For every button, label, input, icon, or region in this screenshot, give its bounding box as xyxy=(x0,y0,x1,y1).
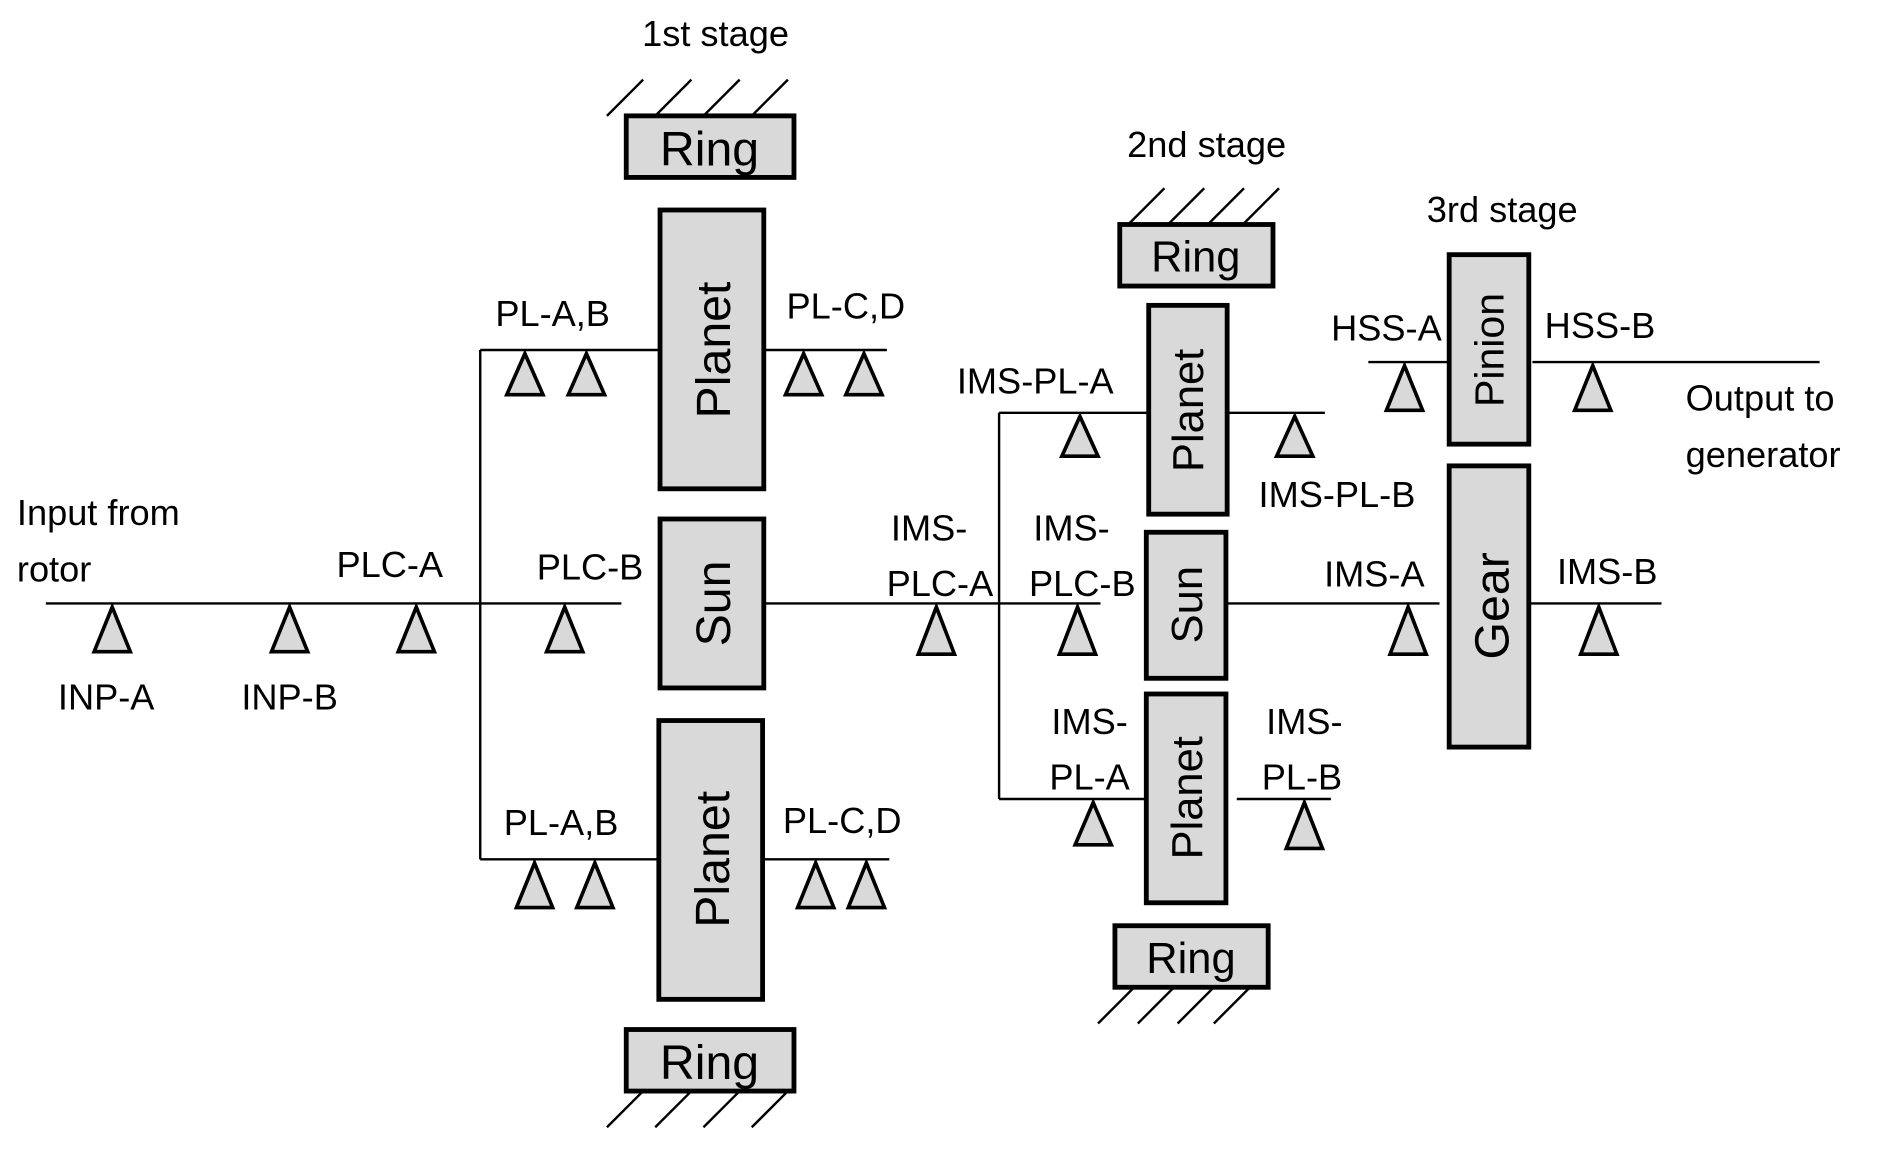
bearing-triangle-icon xyxy=(1072,798,1115,847)
bearing-triangle-icon xyxy=(1571,360,1614,413)
bearing-label: PL-A,B xyxy=(495,293,610,334)
stage-2: Ring Ring Planet Sun Planet xyxy=(1112,222,1276,990)
ring-top-1 xyxy=(623,113,797,180)
planet-label: Planet xyxy=(1165,349,1213,472)
sun-1 xyxy=(657,516,767,691)
bearing-label: IMS- xyxy=(1266,701,1342,742)
pinion xyxy=(1446,252,1532,447)
planet-bottom-1 xyxy=(656,718,766,1002)
bearing-label: PLC-A xyxy=(336,544,443,585)
bearing-triangle-icon xyxy=(782,349,825,397)
shafts xyxy=(45,348,1820,861)
stage-3-title: 3rd stage xyxy=(1427,189,1578,230)
input-label: rotor xyxy=(17,549,91,590)
bearing-triangle-icon xyxy=(1273,412,1316,459)
sun-2 xyxy=(1143,529,1229,681)
bearing-label: IMS- xyxy=(1051,701,1127,742)
pinion-label: Pinion xyxy=(1466,293,1512,407)
bearing-triangle-icon xyxy=(845,858,888,910)
input-label: Input from xyxy=(17,492,180,533)
labels: 1st stage 2nd stage 3rd stage Input from… xyxy=(17,13,1841,843)
stage-1-title: 1st stage xyxy=(642,13,789,54)
bearing-label: PLC-A xyxy=(887,563,994,604)
bearing-label: IMS- xyxy=(1033,508,1109,549)
bearing-label: INP-A xyxy=(58,677,155,718)
bearing-label: INP-B xyxy=(241,677,338,718)
bearing-label: IMS-B xyxy=(1557,551,1658,592)
bearing-triangle-icon xyxy=(513,858,556,910)
ring-top-2 xyxy=(1117,222,1276,289)
bearing-label: PL-C,D xyxy=(783,800,902,841)
bearings xyxy=(91,349,1620,910)
bearing-label: PLC-B xyxy=(1029,563,1136,604)
bearing-triangle-icon xyxy=(915,602,958,656)
bearing-triangle-icon xyxy=(794,858,837,910)
stage-2-title: 2nd stage xyxy=(1127,124,1286,165)
planet-label: Planet xyxy=(687,281,741,418)
bearing-triangle-icon xyxy=(565,349,608,397)
bearing-label: HSS-A xyxy=(1331,307,1442,348)
bearing-triangle-icon xyxy=(1578,602,1620,656)
bearing-triangle-icon xyxy=(843,349,885,397)
bearing-label: IMS-PL-A xyxy=(957,360,1115,401)
bearing-triangle-icon xyxy=(1056,602,1099,656)
output-label: Output to xyxy=(1686,377,1835,418)
bearing-label: HSS-B xyxy=(1545,305,1656,346)
ring-label: Ring xyxy=(660,122,759,176)
bearing-label: IMS-A xyxy=(1324,554,1425,595)
bearing-triangle-icon xyxy=(1283,797,1326,851)
ring-bottom-2 xyxy=(1112,923,1271,990)
sun-label: Sun xyxy=(687,561,741,647)
bearing-label: PLC-B xyxy=(537,546,644,587)
bearing-triangle-icon xyxy=(1387,602,1429,656)
bearing-triangle-icon xyxy=(543,602,586,654)
stage-1: Ring Ring Planet Sun Planet xyxy=(623,113,797,1094)
bearing-label: PL-A xyxy=(1049,756,1130,797)
bearing-triangle-icon xyxy=(395,602,438,654)
ring-label: Ring xyxy=(1151,234,1240,282)
gear xyxy=(1446,463,1532,750)
bearing-triangle-icon xyxy=(268,602,311,654)
ring-label: Ring xyxy=(660,1036,759,1090)
bearing-label: IMS-PL-B xyxy=(1259,474,1416,515)
planet-top-2 xyxy=(1146,302,1230,517)
bearing-label: PL-C,D xyxy=(787,286,906,327)
bearing-label: PL-A,B xyxy=(504,802,619,843)
planet-top-1 xyxy=(657,207,767,492)
bearing-label: IMS- xyxy=(891,508,967,549)
bearing-triangle-icon xyxy=(1383,360,1426,413)
bearing-triangle-icon xyxy=(504,349,546,397)
planet-label: Planet xyxy=(1164,736,1212,859)
sun-label: Sun xyxy=(1164,566,1212,643)
stage-3: Pinion Gear xyxy=(1446,252,1532,750)
output-label: generator xyxy=(1686,434,1841,475)
ring-bottom-1 xyxy=(623,1027,797,1094)
ring-label: Ring xyxy=(1146,935,1235,983)
bearing-triangle-icon xyxy=(91,602,134,654)
gear-label: Gear xyxy=(1465,552,1519,659)
planet-bottom-2 xyxy=(1143,691,1229,906)
planet-label: Planet xyxy=(686,790,740,927)
bearing-label: PL-B xyxy=(1262,756,1342,797)
bearing-triangle-icon xyxy=(1059,412,1101,459)
bearing-triangle-icon xyxy=(574,858,616,910)
